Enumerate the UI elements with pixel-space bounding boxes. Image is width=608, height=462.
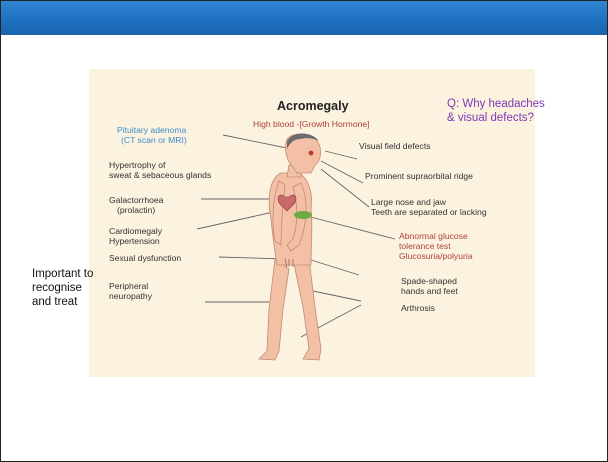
label-hypertrophy-line2: sweat & sebaceous glands: [109, 170, 211, 180]
pituitary-marker: [309, 151, 314, 156]
pointer-line-supraorbital: [321, 161, 363, 183]
figure-subtitle: High blood -[Growth Hormone]: [253, 119, 370, 129]
question-line2: & visual defects?: [447, 111, 545, 125]
pointer-line-arthrosis-1: [313, 291, 361, 301]
pointer-line-visual: [325, 151, 357, 159]
label-sexual: Sexual dysfunction: [109, 253, 181, 263]
label-spade-line1: Spade-shaped: [401, 276, 457, 286]
label-supraorbital: Prominent supraorbital ridge: [365, 171, 473, 181]
pointer-line-glucose: [303, 215, 395, 239]
label-pituitary-line2: (CT scan or MRI): [121, 135, 187, 145]
label-galactorrhoea-line1: Galactorrhoea: [109, 195, 163, 205]
figure-leg-front: [293, 259, 321, 360]
label-glucose-line1: Abnormal glucose: [399, 231, 468, 241]
label-arthrosis: Arthrosis: [401, 303, 435, 313]
side-note: Important to recognise and treat: [32, 267, 93, 309]
label-cardiomegaly-line1: Cardiomegaly: [109, 226, 162, 236]
pancreas-shape: [294, 211, 312, 219]
label-nosejaw-line1: Large nose and jaw: [371, 197, 446, 207]
label-glucose-line3: Glucosuria/polyuria: [399, 251, 473, 261]
header-bar: [1, 1, 607, 35]
label-peripheral-line1: Peripheral: [109, 281, 148, 291]
label-peripheral-line2: neuropathy: [109, 291, 152, 301]
human-figure: [259, 134, 321, 360]
side-note-line2: recognise: [32, 281, 93, 295]
question-note: Q: Why headaches & visual defects?: [447, 97, 545, 125]
side-note-line1: Important to: [32, 267, 93, 281]
label-galactorrhoea-line2: (prolactin): [117, 205, 155, 215]
label-nosejaw-line2: Teeth are separated or lacking: [371, 207, 487, 217]
label-cardiomegaly-line2: Hypertension: [109, 236, 160, 246]
pointer-line-nosejaw: [321, 169, 369, 207]
label-hypertrophy-line1: Hypertrophy of: [109, 160, 165, 170]
label-glucose-line2: tolerance test: [399, 241, 451, 251]
label-pituitary-line1: Pituitary adenoma: [117, 125, 186, 135]
figure-leg-back: [259, 259, 289, 360]
figure-title: Acromegaly: [277, 101, 349, 111]
side-note-line3: and treat: [32, 295, 93, 309]
label-spade-line2: hands and feet: [401, 286, 458, 296]
label-visual-field: Visual field defects: [359, 141, 431, 151]
question-line1: Q: Why headaches: [447, 97, 545, 111]
